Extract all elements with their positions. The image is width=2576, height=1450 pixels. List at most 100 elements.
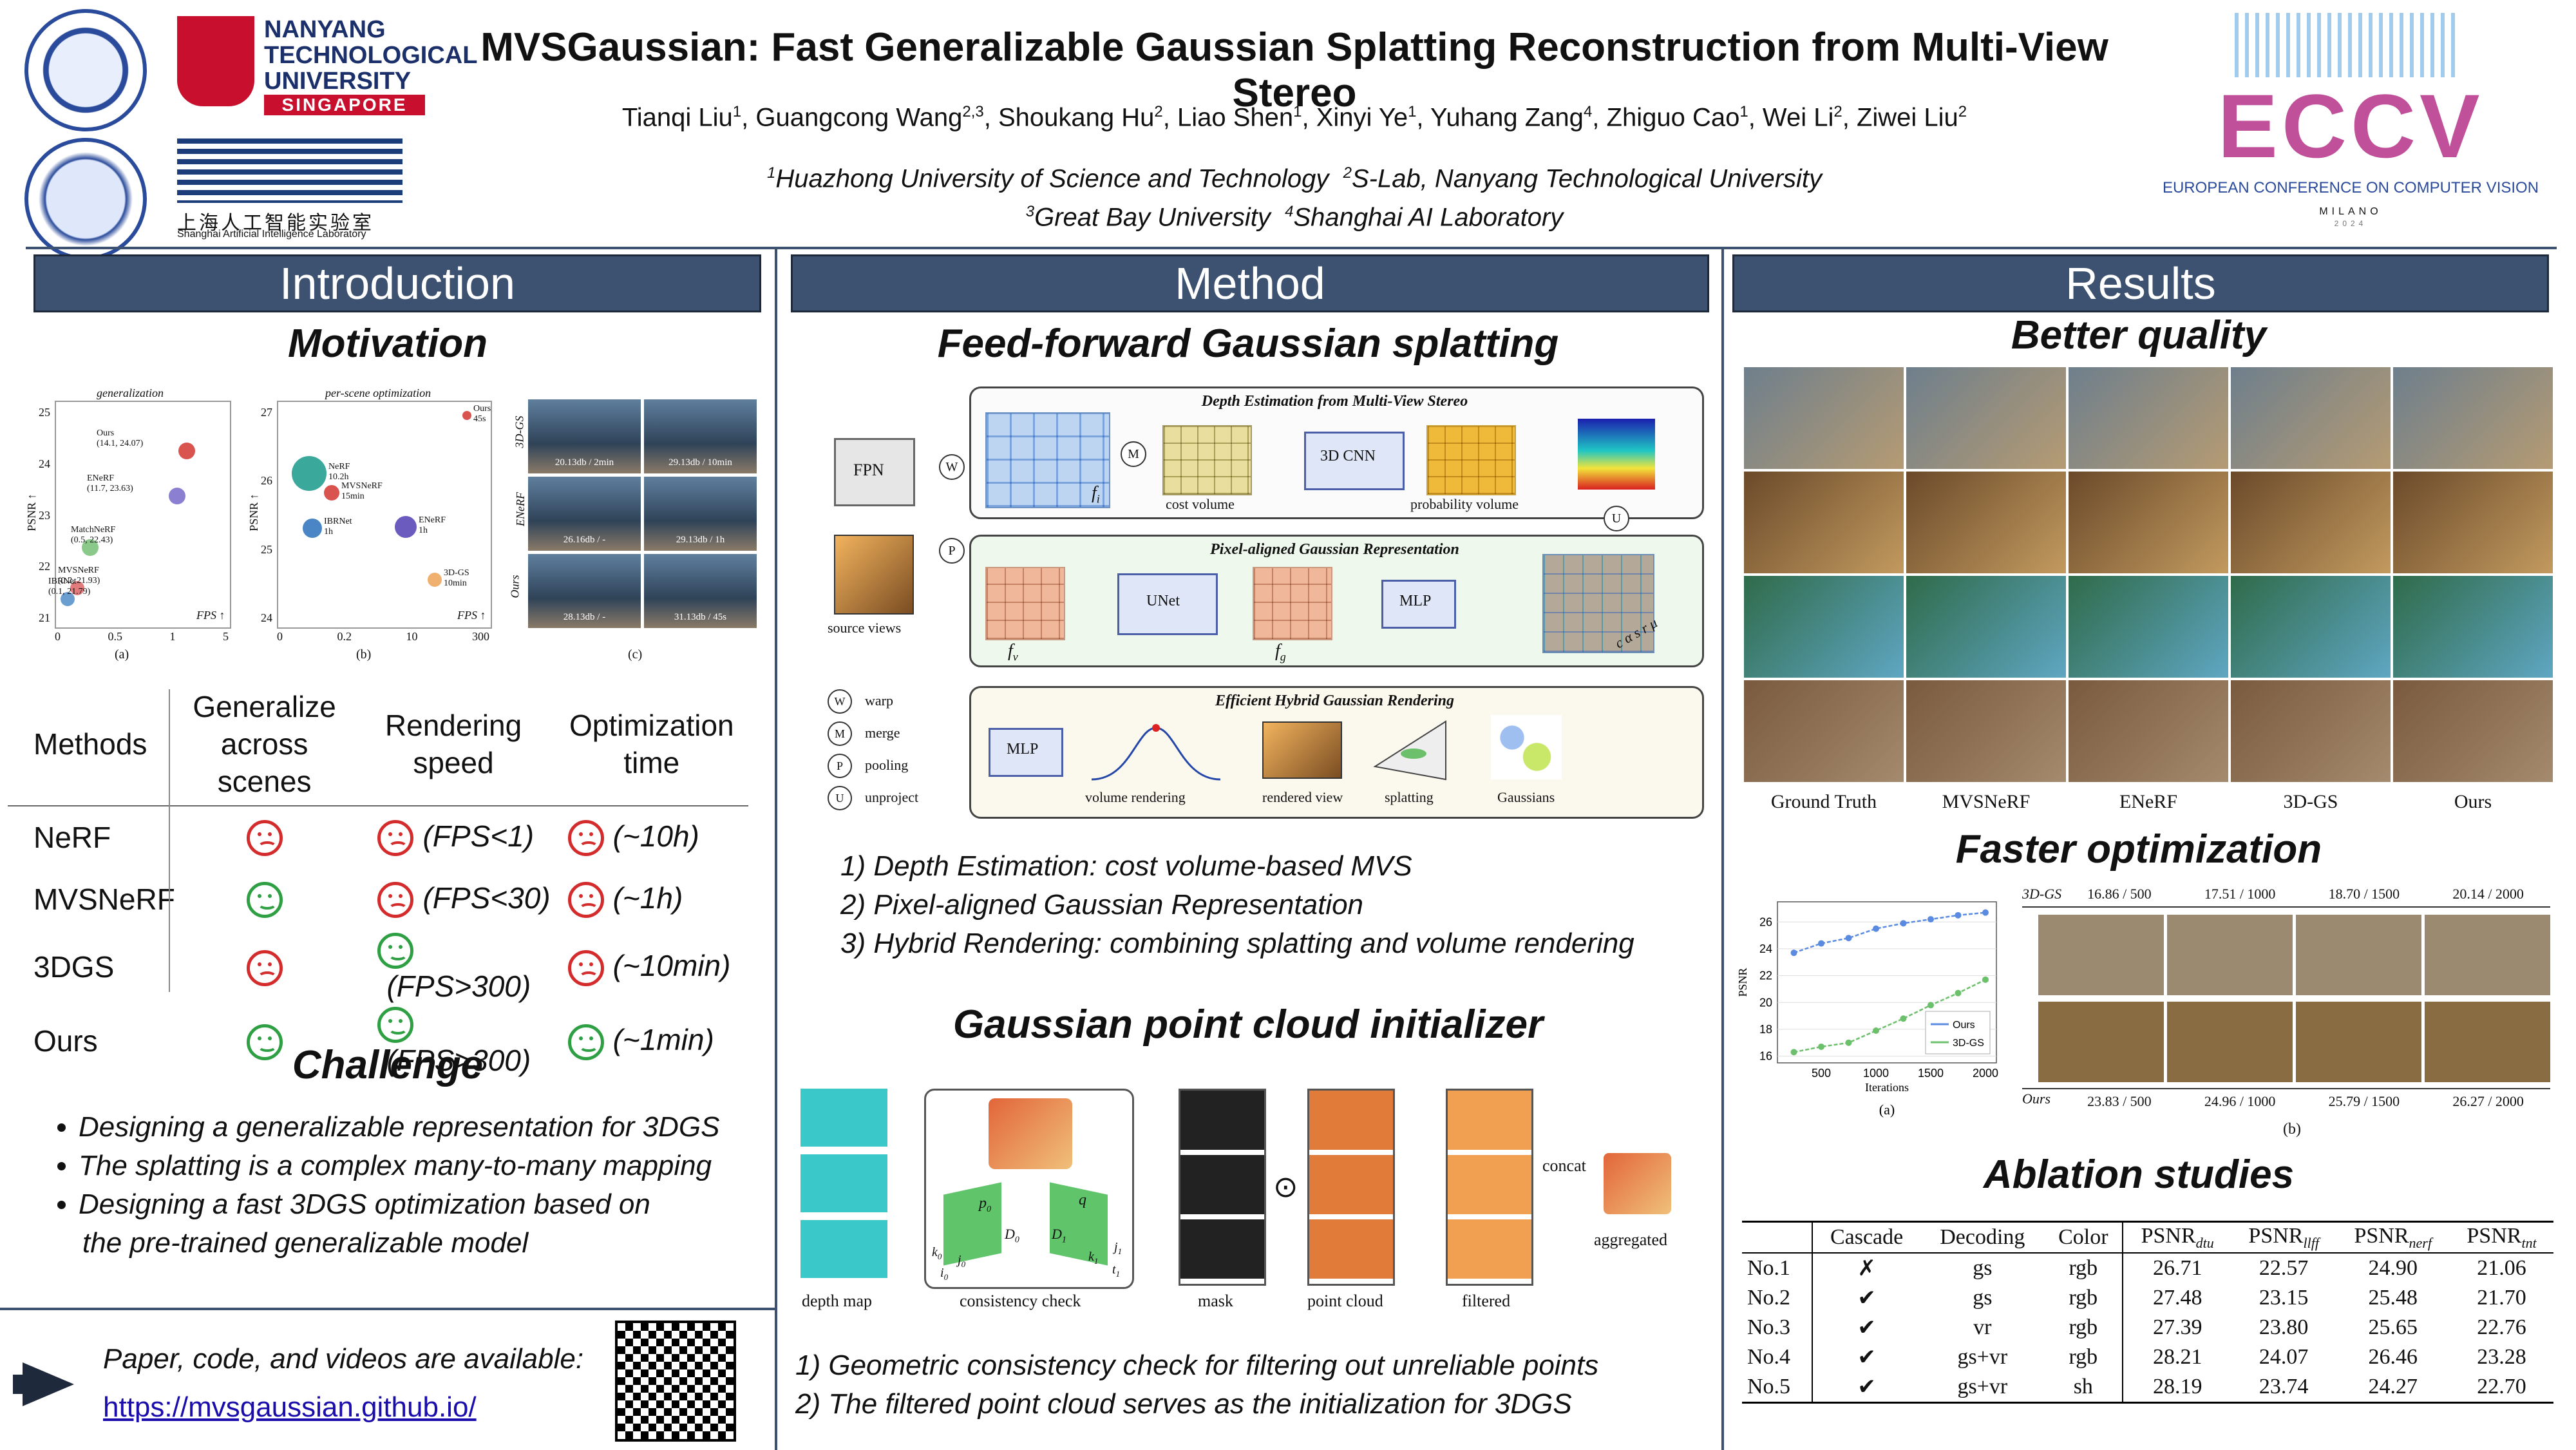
- qr-code[interactable]: [615, 1321, 736, 1442]
- time-text: (~10h): [612, 819, 699, 853]
- method-banner: Method: [791, 254, 1709, 312]
- sad-face-icon: [377, 882, 414, 919]
- happy-face-icon: [246, 1024, 283, 1060]
- plot-b-title: per-scene optimization: [325, 386, 431, 399]
- x-tick-label: 2000: [1973, 1067, 1998, 1080]
- quality-column-label: Ours: [2454, 791, 2492, 812]
- label-j0: j0: [958, 1253, 966, 1269]
- ablation-header-cell: PSNRdtu: [2122, 1221, 2231, 1253]
- column-divider-2: [1721, 247, 1724, 1450]
- challenge-item: The splatting is a complex many-to-many …: [79, 1147, 806, 1185]
- hust-logo: [24, 9, 147, 131]
- point-name: ENeRF: [419, 515, 446, 525]
- cost-volume-label: cost volume: [1166, 496, 1235, 512]
- ablation-cell: ✗: [1811, 1253, 1921, 1283]
- sad-face-icon: [567, 949, 604, 986]
- ablation-cell: 22.57: [2259, 1256, 2309, 1280]
- shlab-logo: 上海人工智能实验室 Shanghai Artificial Intelligen…: [177, 138, 435, 242]
- fi-label: fi: [1092, 483, 1100, 506]
- ablation-cell: ✔: [1811, 1342, 1921, 1372]
- tick-label: 0.5: [108, 630, 123, 643]
- fg-block: [1253, 567, 1332, 640]
- method-name: NeRF: [33, 821, 111, 854]
- ablation-header-text: PSNR: [2467, 1223, 2522, 1248]
- ablation-cell: 24.27: [2368, 1375, 2418, 1398]
- y-tick-label: 16: [1759, 1050, 1772, 1063]
- plot-point: [462, 411, 471, 420]
- plot-c-cell: [528, 554, 641, 628]
- depth-map-strip: [800, 1089, 887, 1282]
- method-step: 2) Pixel-aligned Gaussian Representation: [840, 889, 1364, 921]
- depth-map-label: depth map: [802, 1292, 873, 1310]
- ablation-header-text: Cascade: [1830, 1225, 1904, 1249]
- quality-image: [1744, 576, 1904, 678]
- ablation-cell: No.5: [1747, 1375, 1791, 1398]
- quality-image: [1744, 367, 1904, 469]
- plot-point: [303, 519, 322, 538]
- quality-image: [1906, 367, 2066, 469]
- initializer-step: 2) The filtered point cloud serves as th…: [795, 1388, 1572, 1420]
- pipeline-diagram: Depth Estimation from Multi-View Stereo …: [815, 380, 1716, 831]
- splatting-graphic: [1373, 720, 1446, 781]
- tick-label: 0: [277, 630, 283, 643]
- quality-image: [2393, 680, 2553, 782]
- methods-table-vline: [169, 689, 170, 992]
- plot-point-label: IBRNet(0.1, 21.79): [48, 577, 90, 597]
- plot-c-cell-label: 29.13db / 10min: [668, 457, 732, 468]
- ablation-cell: sh: [2073, 1375, 2093, 1398]
- timeline-value: 18.70 / 1500: [2328, 886, 2400, 902]
- tick-label: 23: [39, 508, 50, 522]
- ntu-name-3: UNIVERSITY: [264, 68, 412, 95]
- ablation-cell: rgb: [2069, 1315, 2098, 1339]
- project-link[interactable]: https://mvsgaussian.github.io/: [103, 1391, 477, 1423]
- pool-node: P: [939, 538, 965, 564]
- ablation-cell: No.1: [1747, 1256, 1791, 1280]
- initializer-heading: Gaussian point cloud initializer: [952, 1002, 1544, 1047]
- plot-point: [395, 516, 417, 538]
- time-col-header: Optimization time: [569, 709, 734, 779]
- fg-label: fg: [1275, 641, 1286, 663]
- links-divider: [0, 1308, 775, 1310]
- mask-label: mask: [1198, 1292, 1233, 1310]
- filtered-strip: [1446, 1089, 1533, 1286]
- ablation-cell: 28.21: [2122, 1342, 2231, 1372]
- ablation-header-text: PSNR: [2141, 1223, 2196, 1248]
- generalize-cell: [177, 806, 352, 868]
- quality-image: [2231, 472, 2391, 573]
- plot-b: per-scene optimization PSNR ↑ FPS ↑ (b) …: [247, 386, 506, 663]
- plot-point: [324, 485, 339, 501]
- plot-point-label: Ours(14.1, 24.07): [97, 428, 143, 449]
- point-name: IBRNet: [324, 517, 352, 526]
- gaussians-image: [1491, 715, 1562, 779]
- label-d0: D0: [1005, 1226, 1019, 1245]
- tick-label: 25: [39, 406, 50, 419]
- sad-face-icon: [246, 949, 283, 986]
- quality-image: [2393, 367, 2553, 469]
- author-affiliation-mark: 1: [1408, 103, 1417, 120]
- ablation-cell: rgb: [2069, 1345, 2098, 1369]
- plot-a-frame: [55, 401, 231, 629]
- plot-c-cell: [644, 554, 757, 628]
- point-value: (14.1, 24.07): [97, 439, 144, 448]
- happy-face-icon: [377, 932, 414, 969]
- rendered-view-label: rendered view: [1262, 789, 1343, 805]
- generalize-col-header: Generalize across scenes: [193, 690, 345, 798]
- time-text: (~1h): [612, 881, 683, 915]
- method-name: 3DGS: [33, 950, 115, 984]
- header-divider: [26, 247, 2557, 249]
- plot-c-cell-label: 29.13db / 1h: [676, 535, 725, 545]
- ablation-cell: 28.19: [2122, 1372, 2231, 1403]
- y-tick-label: 22: [1759, 969, 1772, 982]
- plot-point: [82, 539, 99, 556]
- methods-table-header: Methods Generalize across scenes Renderi…: [8, 683, 748, 806]
- speed-cell: (FPS<30): [352, 868, 554, 930]
- methods-table-body: NeRF(FPS<1)(~10h)MVSNeRF(FPS<30)(~1h)3DG…: [8, 806, 748, 1078]
- happy-face-icon: [377, 1006, 414, 1043]
- depth-box-title: Depth Estimation from Multi-View Stereo: [1201, 393, 1468, 410]
